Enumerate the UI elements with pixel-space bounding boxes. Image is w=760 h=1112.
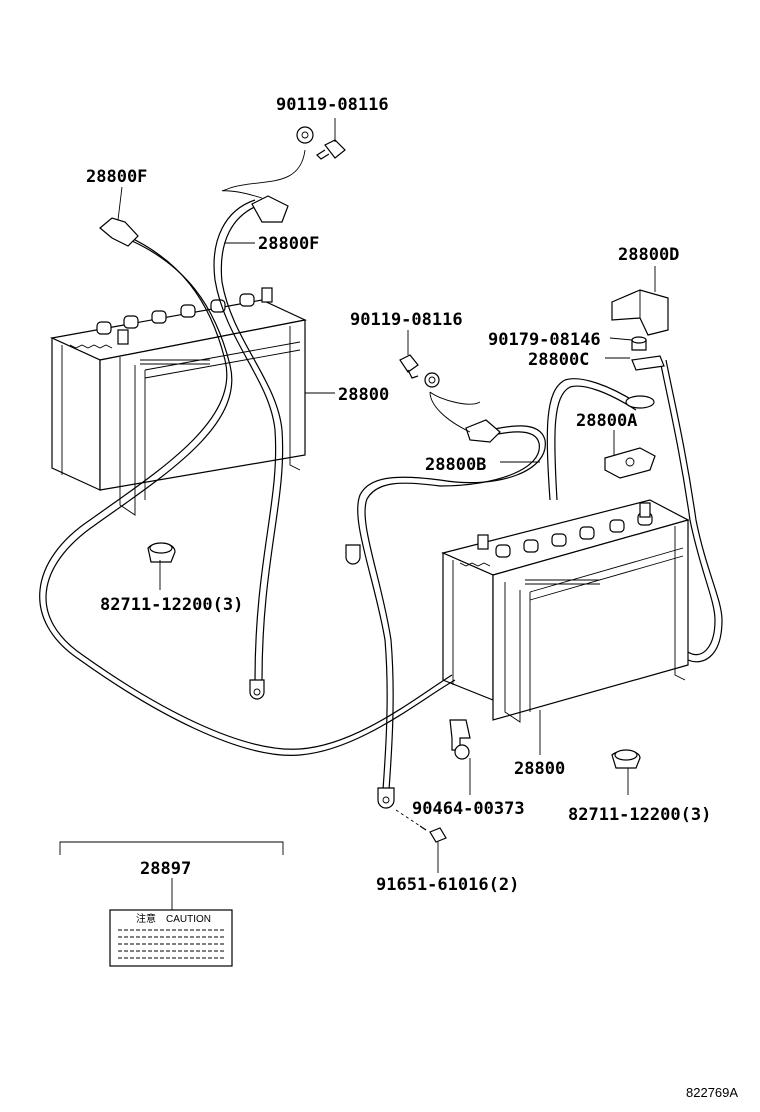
clamp-90464[interactable] (449, 719, 471, 760)
screw-91651[interactable] (395, 809, 447, 843)
battery-right[interactable] (441, 499, 690, 723)
label-nut-c: 90179-08146 (488, 330, 601, 350)
bolt-mid[interactable] (399, 354, 419, 379)
label-battery-left: 28800 (338, 385, 389, 405)
caution-text: 注意 CAUTION (136, 912, 211, 925)
label-caution: 28897 (140, 859, 191, 879)
label-holder-right: 82711-12200(3) (568, 805, 711, 825)
label-holder-left: 82711-12200(3) (100, 595, 243, 615)
label-terminal-a: 28800A (576, 411, 637, 431)
label-cable-c: 28800C (528, 350, 589, 370)
cover-28800D[interactable] (611, 289, 669, 336)
battery-left[interactable] (50, 287, 307, 516)
caution-bracket (59, 841, 284, 855)
label-bolt-mid: 90119-08116 (350, 310, 463, 330)
bolt-top[interactable] (296, 126, 346, 160)
cable-28800C[interactable] (546, 355, 723, 663)
leader-lines (117, 118, 656, 910)
label-battery-right: 28800 (514, 759, 565, 779)
caution-label[interactable]: 注意 CAUTION (109, 909, 233, 967)
cable-28800F-left[interactable] (39, 217, 456, 756)
nut-90179[interactable] (631, 336, 647, 351)
label-cover-d: 28800D (618, 245, 679, 265)
cable-28800B[interactable] (345, 372, 546, 809)
terminal-28800A[interactable] (604, 447, 656, 479)
holder-right[interactable] (611, 749, 641, 769)
label-cable-b: 28800B (425, 455, 486, 475)
label-clamp: 90464-00373 (412, 799, 525, 819)
label-screw: 91651-61016(2) (376, 875, 519, 895)
label-cable-f-left: 28800F (86, 167, 147, 187)
label-cable-f-right: 28800F (258, 234, 319, 254)
cable-28800F-right[interactable] (213, 149, 306, 700)
label-bolt-top: 90119-08116 (276, 95, 389, 115)
holder-left[interactable] (147, 542, 176, 563)
drawing-id: 822769A (686, 1085, 738, 1100)
